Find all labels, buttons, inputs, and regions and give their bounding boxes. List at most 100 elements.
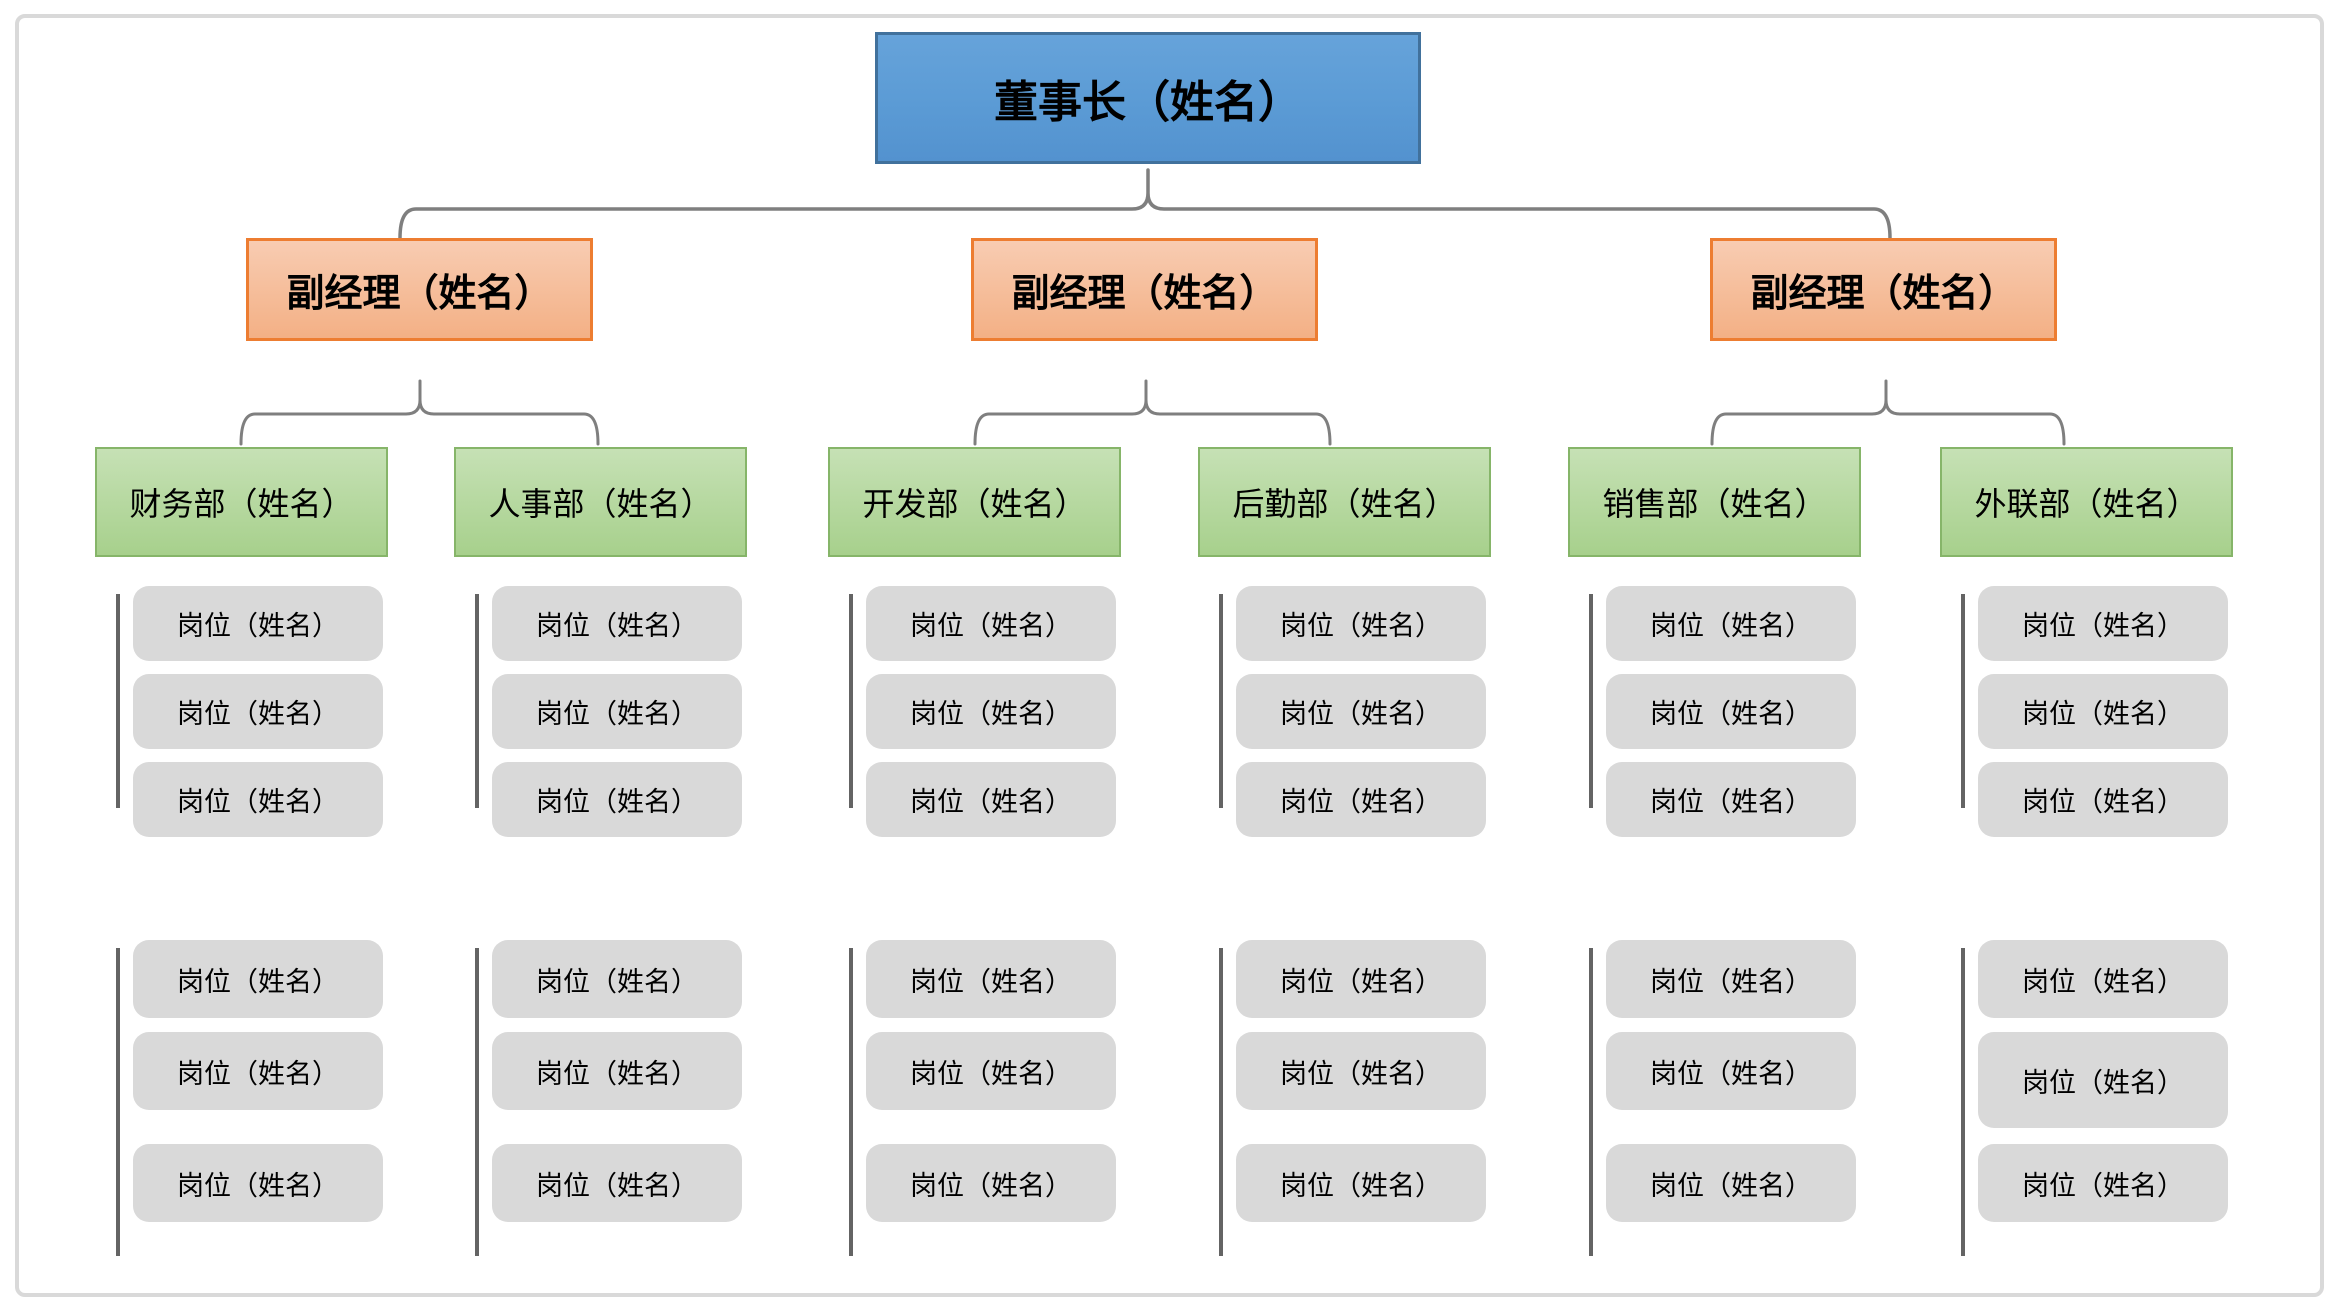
node-label: 岗位（姓名） — [1280, 787, 1442, 817]
group-connector-line — [1219, 948, 1223, 1256]
position-box[interactable]: 岗位（姓名） — [133, 940, 383, 1018]
position-box[interactable]: 岗位（姓名） — [492, 940, 742, 1018]
position-box[interactable]: 岗位（姓名） — [1606, 762, 1856, 837]
node-label: 岗位（姓名） — [536, 699, 698, 729]
position-box[interactable]: 岗位（姓名） — [866, 674, 1116, 749]
node-label: 后勤部（姓名） — [1232, 486, 1457, 522]
position-box[interactable]: 岗位（姓名） — [1236, 1144, 1486, 1222]
position-box[interactable]: 岗位（姓名） — [133, 586, 383, 661]
node-label: 销售部（姓名） — [1602, 486, 1827, 522]
position-box[interactable]: 岗位（姓名） — [1978, 1032, 2228, 1128]
position-box[interactable]: 岗位（姓名） — [1978, 762, 2228, 837]
position-group-col3-bottom: 岗位（姓名） 岗位（姓名） 岗位（姓名） — [849, 940, 1116, 1256]
node-label: 财务部（姓名） — [129, 486, 354, 522]
node-label: 岗位（姓名） — [1650, 966, 1812, 997]
node-label: 岗位（姓名） — [177, 966, 339, 997]
node-label: 岗位（姓名） — [1280, 1170, 1442, 1201]
group-connector-line — [1589, 594, 1593, 808]
node-label: 岗位（姓名） — [910, 966, 1072, 997]
group-connector-line — [1219, 594, 1223, 808]
node-label: 开发部（姓名） — [862, 486, 1087, 522]
position-box[interactable]: 岗位（姓名） — [133, 1032, 383, 1110]
node-deputy-2[interactable]: 副经理（姓名） — [971, 238, 1318, 341]
node-dept-finance[interactable]: 财务部（姓名） — [95, 447, 388, 557]
brace-deputy1-to-depts — [239, 379, 600, 446]
position-box[interactable]: 岗位（姓名） — [133, 762, 383, 837]
node-label: 岗位（姓名） — [910, 611, 1072, 641]
position-box[interactable]: 岗位（姓名） — [492, 1144, 742, 1222]
node-dept-sales[interactable]: 销售部（姓名） — [1568, 447, 1861, 557]
node-label: 岗位（姓名） — [177, 699, 339, 729]
position-box[interactable]: 岗位（姓名） — [1236, 1032, 1486, 1110]
group-connector-line — [116, 594, 120, 808]
node-label: 岗位（姓名） — [536, 611, 698, 641]
position-box[interactable]: 岗位（姓名） — [866, 940, 1116, 1018]
position-box[interactable]: 岗位（姓名） — [1978, 940, 2228, 1018]
position-box[interactable]: 岗位（姓名） — [1978, 674, 2228, 749]
position-box[interactable]: 岗位（姓名） — [133, 1144, 383, 1222]
position-box[interactable]: 岗位（姓名） — [866, 762, 1116, 837]
node-label: 岗位（姓名） — [536, 1058, 698, 1089]
position-box[interactable]: 岗位（姓名） — [1978, 586, 2228, 661]
node-dept-development[interactable]: 开发部（姓名） — [828, 447, 1121, 557]
node-label: 岗位（姓名） — [2022, 1067, 2184, 1098]
position-group-col2-top: 岗位（姓名） 岗位（姓名） 岗位（姓名） — [475, 586, 742, 837]
position-group-col3-top: 岗位（姓名） 岗位（姓名） 岗位（姓名） — [849, 586, 1116, 837]
position-box[interactable]: 岗位（姓名） — [492, 1032, 742, 1110]
position-box[interactable]: 岗位（姓名） — [1978, 1144, 2228, 1222]
group-connector-line — [1961, 594, 1965, 808]
position-box[interactable]: 岗位（姓名） — [1606, 940, 1856, 1018]
group-connector-line — [116, 948, 120, 1256]
node-label: 岗位（姓名） — [910, 787, 1072, 817]
node-deputy-3[interactable]: 副经理（姓名） — [1710, 238, 2057, 341]
position-box[interactable]: 岗位（姓名） — [1236, 940, 1486, 1018]
position-box[interactable]: 岗位（姓名） — [1606, 1032, 1856, 1110]
node-label: 董事长（姓名） — [994, 78, 1302, 127]
position-box[interactable]: 岗位（姓名） — [1606, 1144, 1856, 1222]
position-box[interactable]: 岗位（姓名） — [866, 1144, 1116, 1222]
node-label: 岗位（姓名） — [177, 1058, 339, 1089]
brace-deputy2-to-depts — [973, 379, 1332, 446]
group-connector-line — [849, 948, 853, 1256]
position-box[interactable]: 岗位（姓名） — [492, 674, 742, 749]
node-label: 岗位（姓名） — [1650, 787, 1812, 817]
position-group-col1-bottom: 岗位（姓名） 岗位（姓名） 岗位（姓名） — [116, 940, 383, 1256]
node-label: 岗位（姓名） — [1650, 611, 1812, 641]
node-label: 岗位（姓名） — [910, 699, 1072, 729]
position-box[interactable]: 岗位（姓名） — [1606, 674, 1856, 749]
node-label: 岗位（姓名） — [2022, 787, 2184, 817]
node-label: 岗位（姓名） — [536, 1170, 698, 1201]
position-box[interactable]: 岗位（姓名） — [133, 674, 383, 749]
node-label: 外联部（姓名） — [1974, 486, 2199, 522]
node-label: 岗位（姓名） — [536, 966, 698, 997]
node-dept-external[interactable]: 外联部（姓名） — [1940, 447, 2233, 557]
position-box[interactable]: 岗位（姓名） — [1606, 586, 1856, 661]
position-box[interactable]: 岗位（姓名） — [1236, 762, 1486, 837]
node-label: 副经理（姓名） — [286, 273, 553, 315]
node-label: 岗位（姓名） — [1650, 1058, 1812, 1089]
node-dept-logistics[interactable]: 后勤部（姓名） — [1198, 447, 1491, 557]
node-dept-hr[interactable]: 人事部（姓名） — [454, 447, 747, 557]
position-box[interactable]: 岗位（姓名） — [1236, 586, 1486, 661]
position-box[interactable]: 岗位（姓名） — [866, 1032, 1116, 1110]
node-label: 岗位（姓名） — [910, 1170, 1072, 1201]
node-label: 岗位（姓名） — [910, 1058, 1072, 1089]
position-group-col5-bottom: 岗位（姓名） 岗位（姓名） 岗位（姓名） — [1589, 940, 1856, 1256]
node-label: 岗位（姓名） — [1650, 1170, 1812, 1201]
position-box[interactable]: 岗位（姓名） — [866, 586, 1116, 661]
brace-chairman-to-deputies — [398, 168, 1892, 240]
group-connector-line — [475, 594, 479, 808]
node-deputy-1[interactable]: 副经理（姓名） — [246, 238, 593, 341]
node-label: 岗位（姓名） — [1650, 699, 1812, 729]
position-group-col5-top: 岗位（姓名） 岗位（姓名） 岗位（姓名） — [1589, 586, 1856, 837]
node-chairman[interactable]: 董事长（姓名） — [875, 32, 1421, 164]
position-box[interactable]: 岗位（姓名） — [1236, 674, 1486, 749]
node-label: 岗位（姓名） — [2022, 966, 2184, 997]
position-box[interactable]: 岗位（姓名） — [492, 586, 742, 661]
node-label: 副经理（姓名） — [1011, 273, 1278, 315]
group-connector-line — [475, 948, 479, 1256]
node-label: 岗位（姓名） — [177, 611, 339, 641]
group-connector-line — [1589, 948, 1593, 1256]
group-connector-line — [849, 594, 853, 808]
position-box[interactable]: 岗位（姓名） — [492, 762, 742, 837]
